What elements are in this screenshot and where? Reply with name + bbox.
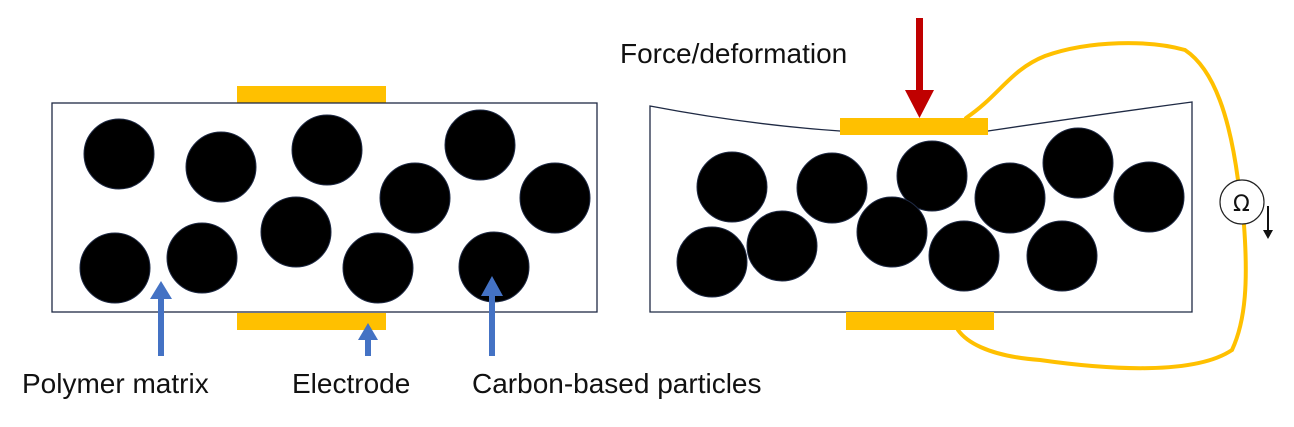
carbon-particle xyxy=(379,162,451,234)
force-arrow xyxy=(905,18,934,118)
particles-left xyxy=(79,109,591,304)
indicator-arrows xyxy=(150,276,503,356)
carbon-particles-label: Carbon-based particles xyxy=(472,368,762,399)
wire-bottom xyxy=(956,223,1248,371)
top-electrode-right xyxy=(840,118,988,135)
carbon-particle xyxy=(974,162,1046,234)
carbon-particle xyxy=(676,226,748,298)
carbon-particle xyxy=(519,162,591,234)
carbon-particle xyxy=(291,114,363,186)
carbon-particle xyxy=(166,222,238,294)
bottom-electrode-right xyxy=(846,312,994,330)
electrode-label: Electrode xyxy=(292,368,411,399)
carbon-particle xyxy=(83,118,155,190)
carbon-particle xyxy=(342,232,414,304)
ohmmeter-icon: Ω xyxy=(1219,179,1273,239)
carbon-particle xyxy=(696,151,768,223)
particles-right xyxy=(676,127,1185,298)
top-electrode-left xyxy=(237,86,386,103)
carbon-particle xyxy=(1042,127,1114,199)
carbon-particle xyxy=(1113,161,1185,233)
ohmmeter-symbol: Ω xyxy=(1233,192,1250,217)
carbon-particle xyxy=(260,196,332,268)
carbon-particle xyxy=(185,131,257,203)
carbon-particle xyxy=(79,232,151,304)
carbon-particles-arrow xyxy=(481,276,503,356)
polymer-matrix-arrow xyxy=(150,281,172,356)
carbon-particle xyxy=(896,140,968,212)
carbon-particle xyxy=(746,210,818,282)
carbon-particle xyxy=(928,220,1000,292)
bottom-electrode-left xyxy=(237,313,386,330)
decrease-arrow-icon xyxy=(1263,206,1273,239)
carbon-particle xyxy=(1026,220,1098,292)
wire-top xyxy=(964,41,1240,182)
force-deformation-label: Force/deformation xyxy=(620,38,848,69)
carbon-particle xyxy=(444,109,516,181)
electrode-arrow xyxy=(358,323,378,356)
carbon-particle xyxy=(796,152,868,224)
polymer-matrix-label: Polymer matrix xyxy=(22,368,209,399)
deformed-sensor: Ω xyxy=(649,18,1273,371)
carbon-particle xyxy=(856,196,928,268)
undeformed-sensor xyxy=(51,86,598,356)
